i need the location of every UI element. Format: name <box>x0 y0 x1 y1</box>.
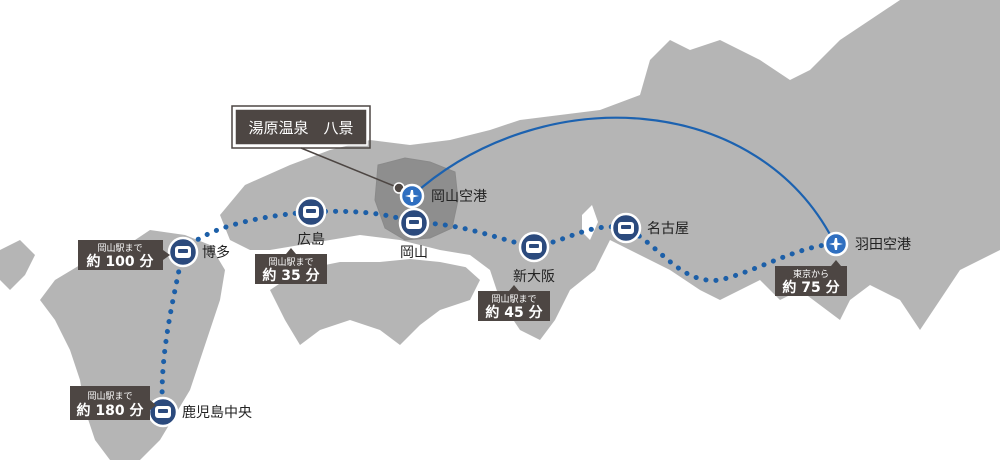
title-box <box>234 108 368 146</box>
badge-shin-osaka: 岡山駅まで 約 45 分 <box>478 285 550 321</box>
badge-shin-osaka-from: 岡山駅まで <box>491 294 536 305</box>
noto-peninsula <box>640 40 690 100</box>
station-hiroshima: 広島 <box>295 196 327 248</box>
train-icon <box>175 246 191 258</box>
train-icon <box>526 241 542 253</box>
badge-haneda-time: 約 75 分 <box>782 279 839 296</box>
awaji-island <box>495 265 512 295</box>
title-text: 湯原温泉 八景 <box>248 119 353 137</box>
station-label-okayama: 岡山 <box>400 245 428 261</box>
badge-hiroshima: 岡山駅まで 約 35 分 <box>255 248 327 284</box>
honshu-landmass <box>220 0 1000 340</box>
train-icon <box>155 406 171 418</box>
airplane-icon <box>829 238 843 250</box>
station-shin-osaka: 新大阪 <box>513 231 555 285</box>
station-nagoya: 名古屋 <box>610 212 689 244</box>
flight-route <box>411 116 837 247</box>
station-hakata: 博多 <box>167 236 230 268</box>
badge-shin-osaka-time: 約 45 分 <box>485 304 542 321</box>
train-icon <box>618 222 634 234</box>
station-label-hakata: 博多 <box>202 244 230 261</box>
inland-sea <box>255 243 490 272</box>
airport-label-haneda: 羽田空港 <box>855 237 911 253</box>
train-icon <box>303 206 319 218</box>
station-label-nagoya: 名古屋 <box>647 221 689 237</box>
lake-biwa <box>582 205 598 240</box>
title-label: 湯原温泉 八景 <box>231 105 405 194</box>
badge-hakata: 岡山駅まで 約 100 分 <box>78 240 170 270</box>
badge-kagoshima: 岡山駅まで 約 180 分 <box>70 386 156 420</box>
airplane-icon <box>405 190 419 202</box>
station-label-kagoshima: 鹿児島中央 <box>182 404 252 421</box>
rail-route <box>159 208 839 415</box>
badge-hakata-from: 岡山駅まで <box>97 243 142 254</box>
badge-hiroshima-time: 約 35 分 <box>262 267 319 284</box>
badge-hakata-time: 約 100 分 <box>87 253 154 270</box>
badge-hiroshima-from: 岡山駅まで <box>268 257 313 268</box>
badge-haneda-from: 東京から <box>793 268 829 280</box>
airport-okayama: 岡山空港 <box>399 183 487 209</box>
train-icon <box>406 217 422 229</box>
title-leader-line <box>300 147 400 189</box>
western-islands <box>0 240 35 290</box>
airport-label-okayama: 岡山空港 <box>431 189 487 205</box>
station-label-shin-osaka: 新大阪 <box>513 269 555 285</box>
station-kagoshima: 鹿児島中央 <box>147 396 252 428</box>
badge-kagoshima-from: 岡山駅まで <box>87 391 132 402</box>
station-label-hiroshima: 広島 <box>297 232 325 248</box>
badge-haneda: 東京から 約 75 分 <box>775 260 847 296</box>
badge-kagoshima-time: 約 180 分 <box>77 402 144 419</box>
station-okayama: 岡山 <box>398 207 430 261</box>
airport-haneda: 羽田空港 <box>823 231 911 257</box>
